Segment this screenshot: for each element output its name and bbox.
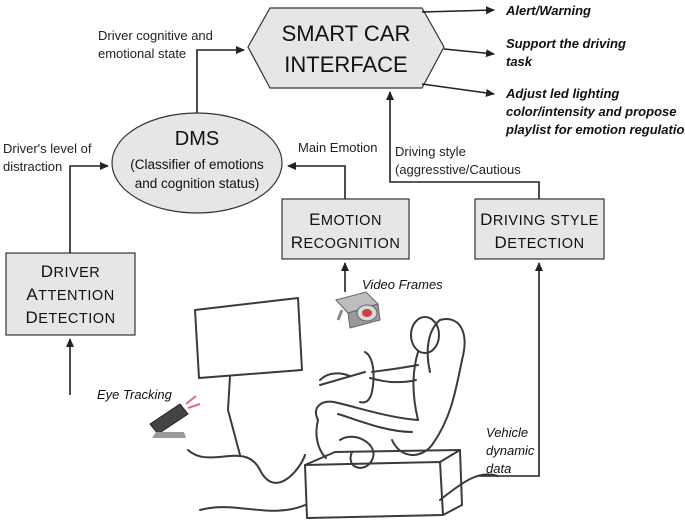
camera-icon (335, 291, 381, 329)
driver-sketch-illustration (187, 297, 499, 519)
label-distraction-line2: distraction (3, 159, 62, 174)
label-vehicle-line1: Vehicle (486, 425, 528, 440)
output-support-line2: task (506, 54, 533, 69)
arrow-attention-to-dms (69, 162, 109, 253)
dms-title: DMS (175, 128, 219, 150)
output-adjust-line2: color/intensity and propose (506, 104, 676, 119)
smart-car-interface-line2: INTERFACE (284, 52, 407, 77)
arrow-dms-to-interface (196, 46, 245, 113)
driving-style-detection-box: DRIVING STYLE DETECTION (474, 198, 605, 260)
label-vehicle-line3: data (486, 461, 511, 476)
driver-attention-detection-box: DRIVER ATTENTION DETECTION (5, 252, 136, 336)
dms-line2: and cognition status) (135, 176, 260, 191)
emotion-recognition-line1: EMOTION (309, 210, 382, 229)
output-support-line1: Support the driving (506, 36, 626, 51)
emotion-recognition-line2: RECOGNITION (291, 233, 401, 252)
label-video-frames: Video Frames (362, 277, 443, 292)
output-adjust-line1: Adjust led lighting (505, 86, 619, 101)
arrow-to-adjust (421, 83, 495, 97)
driving-style-line2: DETECTION (494, 233, 584, 252)
arrow-driving-style-to-interface (386, 91, 540, 199)
emotion-recognition-box: EMOTION RECOGNITION (281, 198, 410, 260)
label-main-emotion: Main Emotion (298, 140, 377, 155)
smart-car-interface-line1: SMART CAR (282, 21, 411, 46)
label-driver-state-line2: emotional state (98, 46, 186, 61)
label-vehicle-line2: dynamic (486, 443, 535, 458)
driver-attention-line1: DRIVER (41, 262, 101, 281)
label-driving-style-line2: (aggresstive/Cautious (395, 162, 521, 177)
output-alert: Alert/Warning (505, 3, 591, 18)
output-adjust-line3: playlist for emotion regulation (505, 122, 685, 137)
dms-node: DMS (Classifier of emotions and cognitio… (111, 112, 283, 214)
driver-attention-line3: DETECTION (25, 308, 115, 327)
arrow-emotion-to-dms (287, 162, 346, 199)
driver-attention-line2: ATTENTION (26, 285, 114, 304)
arrow-to-support (443, 48, 495, 58)
label-driving-style-line1: Driving style (395, 144, 466, 159)
arrow-to-alert (421, 6, 495, 15)
dms-line1: (Classifier of emotions (130, 157, 264, 172)
label-driver-state-line1: Driver cognitive and (98, 28, 213, 43)
driving-style-line1: DRIVING STYLE (480, 210, 599, 229)
label-distraction-line1: Driver's level of (3, 141, 92, 156)
smart-car-interface-node: SMART CAR INTERFACE (247, 7, 445, 89)
eye-tracker-icon (149, 395, 201, 438)
label-eye-tracking: Eye Tracking (97, 387, 173, 402)
